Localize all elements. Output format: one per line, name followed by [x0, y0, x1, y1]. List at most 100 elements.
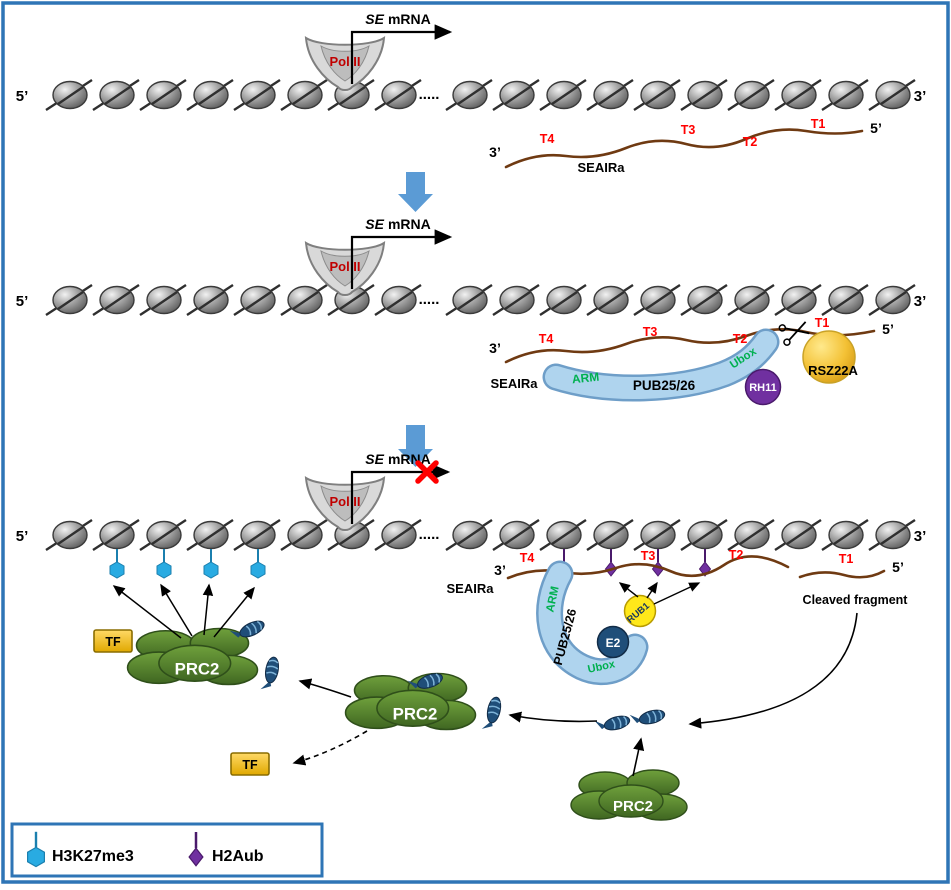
nucleosome — [632, 518, 682, 552]
se-italic: SE — [365, 216, 384, 232]
tf-box-2 — [230, 752, 270, 776]
seaira-label: SEAIRa — [491, 376, 539, 391]
site-label-t1: T1 — [815, 316, 830, 330]
nucleosome — [279, 518, 329, 552]
cleaved-rna-fragment — [798, 569, 886, 579]
nucleosome — [585, 78, 635, 112]
fragment-to-prc2-arrow — [688, 612, 858, 729]
prc2-binding-arrow — [632, 737, 645, 777]
nucleosome — [538, 518, 588, 552]
nucleosome — [185, 283, 235, 317]
nucleosome — [44, 78, 94, 112]
nucleosome — [373, 283, 423, 317]
site-label-t2: T2 — [743, 135, 758, 149]
nucleosome — [491, 283, 541, 317]
nucleosome — [444, 78, 494, 112]
arm-domain-label: ARM — [544, 585, 561, 613]
site-label-t4: T4 — [540, 132, 555, 146]
methylation-arrow — [112, 585, 182, 639]
seaira-rna — [504, 128, 864, 169]
site-label-t4: T4 — [520, 551, 535, 565]
nucleosome — [726, 518, 776, 552]
nucleosome — [679, 518, 729, 552]
chromatin-5prime: 5’ — [16, 293, 29, 310]
nucleosome — [585, 518, 635, 552]
nucleosome — [726, 283, 776, 317]
chromatin-row-1 — [44, 78, 917, 112]
nucleosome — [632, 78, 682, 112]
nucleosome — [679, 283, 729, 317]
rna-fragment-icon — [628, 705, 667, 730]
pub25-26-body — [545, 331, 777, 399]
nucleosome — [820, 283, 870, 317]
methylation-arrow — [213, 586, 255, 638]
h3k27me3-mark — [109, 548, 125, 579]
ubiquitination-arrow — [653, 582, 701, 605]
nucleosome — [491, 518, 541, 552]
pub25-26-label: PUB25/26 — [633, 378, 696, 393]
site-label-t3: T3 — [641, 549, 656, 563]
chromatin-row-2 — [44, 283, 917, 317]
h2aub-mark — [604, 548, 618, 577]
scissors-icon — [778, 321, 810, 346]
h3k27me3-mark — [250, 548, 266, 579]
prc2-complex-3 — [570, 769, 688, 821]
legend-h2aub-label: H2Aub — [212, 848, 264, 865]
nucleosome — [867, 518, 917, 552]
ubiquitination-arrow — [646, 581, 658, 599]
nucleosome — [726, 78, 776, 112]
legend: H3K27me3 H2Aub — [10, 822, 324, 878]
nucleosome — [44, 283, 94, 317]
se-italic: SE — [365, 11, 384, 27]
tf-box-1 — [93, 629, 133, 653]
legend-h3k27me3-label: H3K27me3 — [52, 848, 134, 865]
nucleosome — [232, 283, 282, 317]
nucleosome — [444, 283, 494, 317]
se-mrna-arrow-blocked — [350, 464, 451, 524]
rsz22a-protein — [802, 330, 856, 384]
nucleosome — [185, 518, 235, 552]
nucleosome — [773, 518, 823, 552]
nucleosome — [279, 283, 329, 317]
red-x-icon — [415, 460, 439, 484]
nucleosome — [867, 283, 917, 317]
rh11-protein — [744, 368, 782, 406]
chromatin-row-3 — [44, 518, 917, 552]
nucleosome — [138, 518, 188, 552]
nucleosome — [491, 78, 541, 112]
site-label-t1: T1 — [811, 117, 826, 131]
nucleosome — [232, 518, 282, 552]
rna-fragment-icon — [259, 655, 282, 693]
chromatin-3prime: 3’ — [914, 528, 927, 545]
nucleosome — [538, 283, 588, 317]
methylation-arrow — [160, 583, 193, 637]
nucleosome — [867, 78, 917, 112]
rna-fragment-icon — [481, 694, 504, 733]
nucleosome — [820, 78, 870, 112]
nucleosome — [820, 518, 870, 552]
chromatin-5prime: 5’ — [16, 88, 29, 105]
nucleosome — [138, 283, 188, 317]
chromatin-3prime: 3’ — [914, 293, 927, 310]
rsz22a-label: RSZ22A — [808, 363, 858, 378]
chromatin-3prime: 3’ — [914, 88, 927, 105]
site-label-t3: T3 — [681, 123, 696, 137]
se-mrna-arrow — [350, 229, 453, 289]
rna-3prime: 3’ — [489, 144, 501, 160]
ubiquitination-arrow — [618, 582, 639, 598]
nucleosome — [538, 78, 588, 112]
site-label-t2: T2 — [733, 332, 748, 346]
cleaved-fragment-label: Cleaved fragment — [803, 593, 909, 607]
rna-3prime: 3’ — [489, 340, 501, 356]
flow-down-arrow-2 — [398, 425, 433, 467]
chromatin-5prime: 5’ — [16, 528, 29, 545]
nucleosome — [773, 283, 823, 317]
prc2-recruitment-arrow — [298, 678, 352, 698]
nucleosome — [373, 518, 423, 552]
nucleosome — [585, 283, 635, 317]
